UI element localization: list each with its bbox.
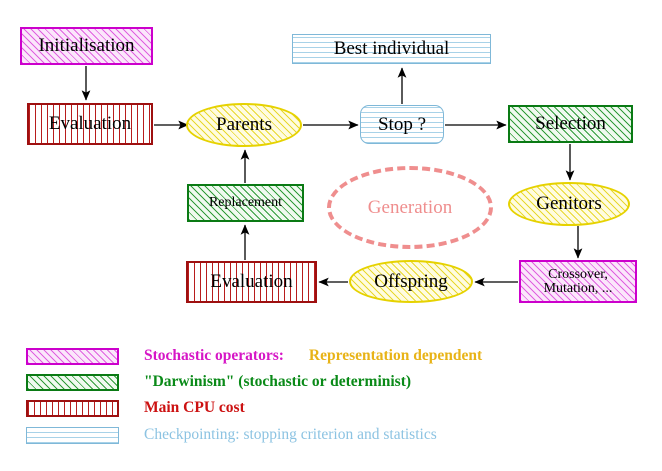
node-parents[interactable]: Parents <box>186 103 302 147</box>
node-crossover-mutation-line1: Crossover, <box>548 266 608 282</box>
legend-label-stochastic-operators: Stochastic operators: <box>144 347 284 364</box>
node-selection-label: Selection <box>535 113 606 135</box>
node-best-individual[interactable]: Best individual <box>292 34 491 64</box>
legend-row-checkpointing: Checkpointing: stopping criterion and st… <box>26 425 437 445</box>
node-stop-label: Stop ? <box>377 113 427 135</box>
legend-row-cpu-cost: Main CPU cost <box>26 398 245 418</box>
node-replacement[interactable]: Replacement <box>187 184 304 222</box>
node-evaluation-top[interactable]: Evaluation <box>27 103 153 145</box>
node-crossover-mutation[interactable]: Crossover, Mutation, ... <box>519 260 637 303</box>
legend-label-darwinism: "Darwinism" (stochastic or determinist) <box>144 373 412 390</box>
node-genitors-label: Genitors <box>536 193 602 215</box>
legend-swatch-blue-lines <box>26 426 119 444</box>
node-offspring-label: Offspring <box>374 270 448 292</box>
node-evaluation-top-label: Evaluation <box>48 113 132 135</box>
legend-label-checkpointing: Checkpointing: stopping criterion and st… <box>144 426 437 443</box>
node-best-individual-label: Best individual <box>333 38 450 60</box>
node-replacement-label: Replacement <box>208 194 283 210</box>
legend-label-representation-dependent: Representation dependent <box>308 347 483 364</box>
legend-swatch-green-hatched <box>26 373 119 391</box>
node-offspring[interactable]: Offspring <box>349 260 473 303</box>
node-genitors[interactable]: Genitors <box>508 182 630 226</box>
legend-row-darwinism: "Darwinism" (stochastic or determinist) <box>26 372 411 392</box>
legend-swatch-red-vertical-lines <box>26 399 119 417</box>
legend-row-stochastic: Stochastic operators: Representation dep… <box>26 346 482 366</box>
node-selection[interactable]: Selection <box>508 105 633 143</box>
node-evaluation-bottom[interactable]: Evaluation <box>186 261 317 303</box>
node-generation: Generation <box>327 166 493 249</box>
node-evaluation-bottom-label: Evaluation <box>210 271 293 293</box>
node-stop[interactable]: Stop ? <box>360 105 444 144</box>
node-crossover-mutation-line2: Mutation, ... <box>543 280 613 296</box>
node-initialisation[interactable]: Initialisation <box>20 27 153 65</box>
legend-swatch-magenta-hatched <box>26 347 119 365</box>
node-generation-label: Generation <box>367 196 453 218</box>
node-initialisation-label: Initialisation <box>38 35 135 57</box>
legend-label-main-cpu-cost: Main CPU cost <box>144 399 245 416</box>
node-parents-label: Parents <box>216 114 272 136</box>
